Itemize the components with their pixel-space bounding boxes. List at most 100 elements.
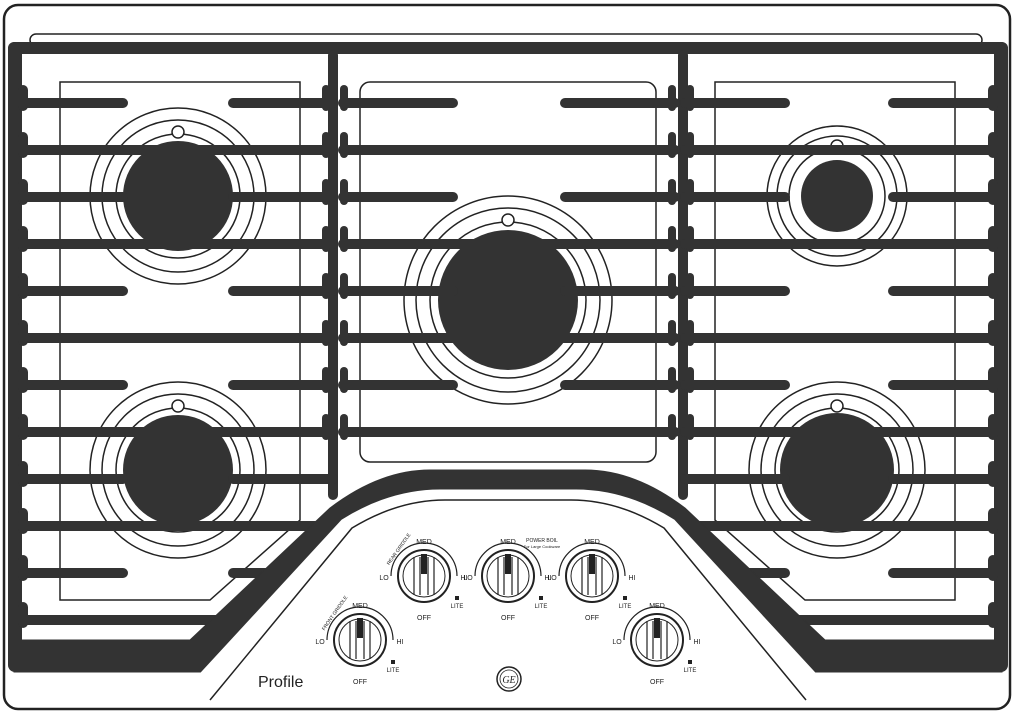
knob-body[interactable]	[397, 549, 451, 603]
knob-label-med: MED	[584, 539, 600, 546]
grate-finger-right	[888, 568, 998, 578]
knob-label-lite: LITE	[684, 668, 697, 674]
grate-finger-right	[680, 192, 790, 202]
knob-label-med: MED	[500, 539, 516, 546]
grate-finger-right	[680, 427, 998, 437]
lite-indicator	[391, 660, 395, 664]
knob-label-hi: HI	[694, 639, 701, 646]
grate-finger-right	[680, 145, 998, 155]
left-rear-burner	[89, 107, 267, 285]
grate-rail-stub	[18, 555, 28, 581]
knob-body[interactable]	[333, 613, 387, 667]
grate-finger-center	[338, 98, 458, 108]
grate-rail-stub	[322, 414, 330, 440]
lite-indicator	[623, 596, 627, 600]
knob-label-lite: LITE	[451, 604, 464, 610]
knob-label-lite: LITE	[387, 668, 400, 674]
grate-rail-stub	[340, 85, 348, 111]
grate-finger-center	[338, 380, 458, 390]
grate-rail-stub	[668, 320, 676, 346]
grate-rail-stub	[668, 179, 676, 205]
grate-rail-stub	[18, 273, 28, 299]
knob-label-med: MED	[352, 603, 368, 610]
grate-rail-stub	[988, 414, 998, 440]
grate-rail-stub	[340, 367, 348, 393]
knob-label-off: OFF	[417, 615, 431, 622]
grate-finger-left	[228, 474, 338, 484]
grate-rail-stub	[686, 226, 694, 252]
knob-label-lo: LO	[315, 639, 325, 646]
grate-finger-right	[888, 98, 998, 108]
knob-range-arc	[474, 542, 542, 577]
grate-finger-center	[560, 192, 680, 202]
burner-cap	[780, 413, 894, 527]
grate-rail-stub	[686, 367, 694, 393]
grate-rail-stub	[322, 179, 330, 205]
knob-range-arc	[623, 606, 691, 641]
grate-finger-right	[680, 333, 998, 343]
grate-rail-stub	[18, 367, 28, 393]
grate-rail-stub	[988, 226, 998, 252]
knob-body[interactable]	[481, 549, 535, 603]
grate-rail-stub	[340, 320, 348, 346]
grate-finger-center	[560, 98, 680, 108]
knob-body[interactable]	[630, 613, 684, 667]
burner-cap	[801, 160, 873, 232]
grate-rail-stub	[988, 273, 998, 299]
knob-label-hi: HI	[545, 575, 552, 582]
burner-cap	[438, 230, 578, 370]
grate-finger-center	[338, 427, 680, 437]
grate-rail-stub	[18, 226, 28, 252]
knob-label-lo: LO	[463, 575, 473, 582]
grate-rail-stub	[18, 414, 28, 440]
grate-rail-stub	[340, 414, 348, 440]
grate-finger-left	[228, 380, 338, 390]
knob-title: POWER BOIL	[526, 538, 558, 544]
grate-finger-right	[888, 286, 998, 296]
control-panel-edge	[209, 499, 807, 701]
grate-finger-center	[560, 380, 680, 390]
burner-cap	[123, 415, 233, 525]
grate-rail-stub	[686, 273, 694, 299]
ge-logo: GE	[496, 666, 522, 692]
grate-finger-center	[338, 333, 680, 343]
grate-top-rail	[8, 42, 1008, 54]
grate-rail-stub	[686, 179, 694, 205]
grate-finger-left	[18, 568, 128, 578]
grate-finger-left	[228, 98, 338, 108]
knob-pointer	[357, 618, 363, 638]
grate-rail-stub	[18, 461, 28, 487]
grate-rail-stub	[668, 226, 676, 252]
grate-rail-stub	[668, 367, 676, 393]
grate-rail-stub	[988, 132, 998, 158]
knob-label-off: OFF	[650, 679, 664, 686]
knob-range-arc	[558, 542, 626, 577]
grate-finger-left	[18, 427, 338, 437]
grate-rail-stub	[340, 132, 348, 158]
grate-rail-stub	[686, 320, 694, 346]
grate-rail-stub	[988, 85, 998, 111]
knob-range-arc	[390, 542, 458, 577]
knob-body[interactable]	[565, 549, 619, 603]
knob-label-hi: HI	[461, 575, 468, 582]
knob-label-off: OFF	[501, 615, 515, 622]
grate-rail-stub	[322, 273, 330, 299]
left-front-burner	[89, 381, 267, 559]
knob-label-lite: LITE	[619, 604, 632, 610]
grate-finger-left	[18, 145, 338, 155]
knob-pointer	[421, 554, 427, 574]
grate-finger-center	[338, 286, 458, 296]
grate-rail-stub	[322, 320, 330, 346]
grate-finger-right	[680, 521, 998, 531]
igniter	[830, 399, 844, 413]
grate-finger-left	[228, 192, 338, 202]
grate-rail-stub	[668, 132, 676, 158]
knob-label-lo: LO	[612, 639, 622, 646]
knob-label-hi: HI	[397, 639, 404, 646]
grate-rail-stub	[988, 461, 998, 487]
grate-rail-stub	[668, 414, 676, 440]
